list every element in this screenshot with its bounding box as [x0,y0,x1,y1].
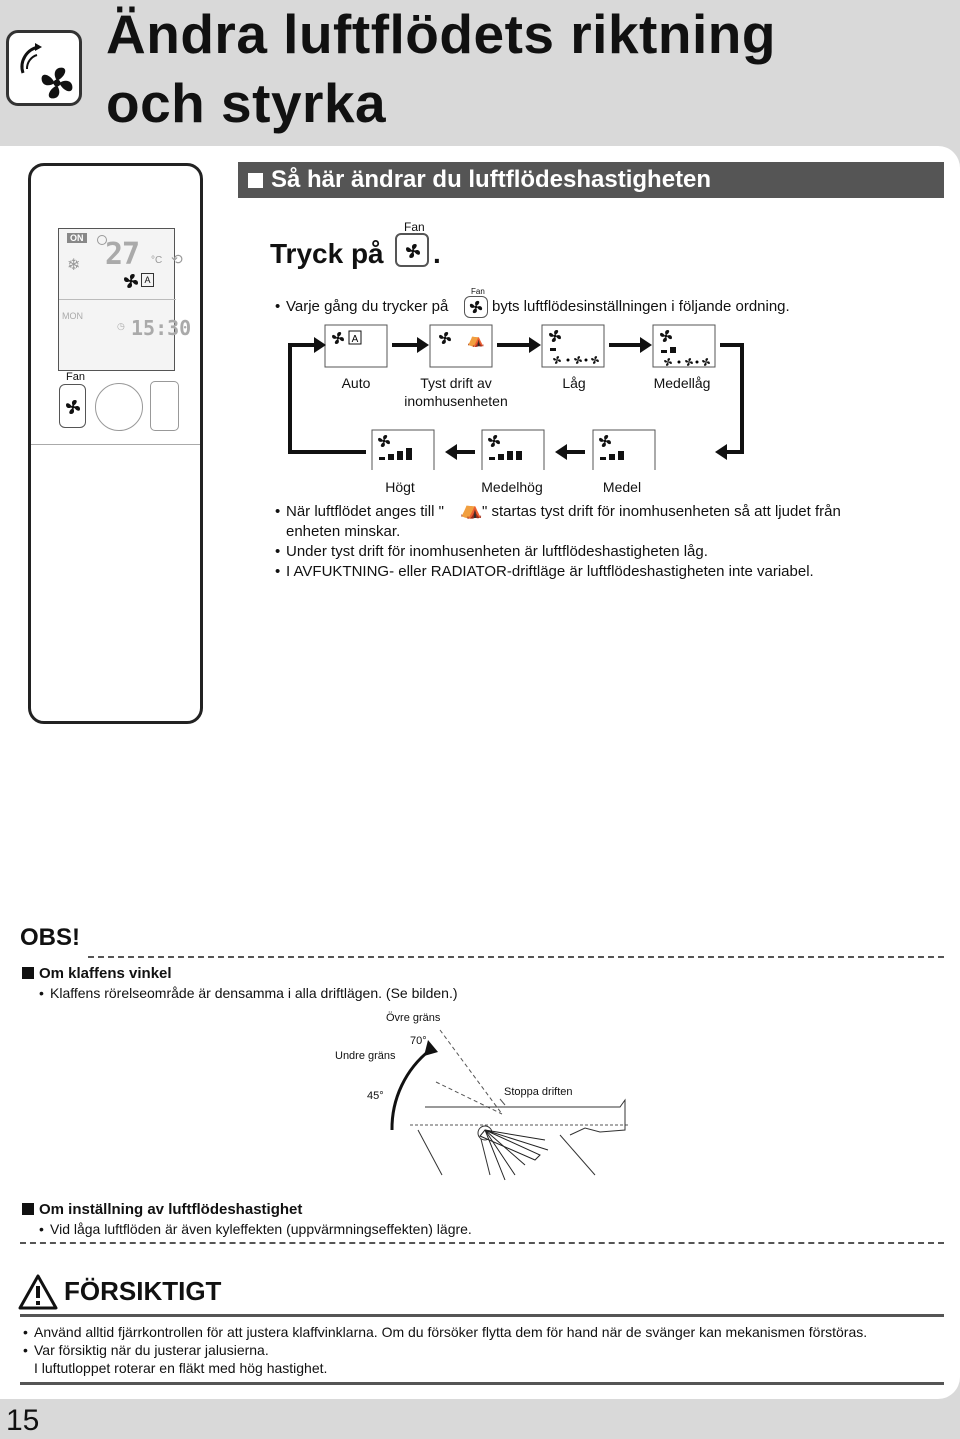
label-low: Låg [562,375,586,391]
fan-sequence-diagram: A ⛺ [288,324,744,470]
lcd-high [371,429,435,470]
snowflake-icon: ❄ [67,257,81,274]
label-medium-low: Medellåg [653,375,711,391]
caution-divider [20,1314,944,1317]
fan-button-label: Fan [404,220,425,234]
fan-icon [66,400,80,414]
label-quiet: Tyst drift av inomhusenheten [404,375,508,409]
fan-icon [406,244,420,258]
obs-heading-speed: Om inställning av luftflödeshastighet [22,1200,302,1220]
label-angle-70: 70° [410,1035,427,1047]
page-number: 15 [6,1404,40,1437]
remote-round-button[interactable] [95,383,143,431]
caution-fan-speed: I luftutloppet roterar en fläkt med hög … [34,1360,328,1376]
label-stop-operation: Stoppa driften [504,1086,573,1098]
svg-text:⛺: ⛺ [467,332,484,348]
inline-fan-button [464,296,488,318]
lcd-auto [324,324,388,368]
swing-icon: ⟲ [171,251,183,267]
remote-side-button[interactable] [150,381,179,431]
section-heading: Så här ändrar du luftflödeshastigheten [238,162,944,198]
remote-control: ON ❄ 27 °C ⟲ A MON ◷ 15:30 Fan [28,163,203,724]
clock-icon: ◷ [117,321,125,331]
inline-fan-label: Fan [471,287,485,296]
remote-fan-label: Fan [66,371,85,383]
label-medium-high: Medelhög [481,479,543,495]
lcd-medium-high [481,429,545,470]
bullet-cycle-post: byts luftflödesinställningen i följande … [492,298,790,315]
instruction-period: . [433,238,441,269]
display-divider [59,299,176,300]
label-upper-limit: Övre gräns [386,1012,441,1024]
airflow-fan-icon [6,30,82,106]
lcd-medium-low [652,324,716,368]
display-mode-auto: A [141,273,154,287]
instruction-heading: Tryck på [270,238,384,269]
label-lower-limit: Undre gräns [335,1050,396,1062]
note-quiet-speed: Under tyst drift för inomhusenheten är l… [275,542,708,562]
obs-speed-text: Vid låga luftflöden är även kyleffekten … [39,1220,472,1238]
display-temperature: 27 [105,237,140,272]
obs-flap-text: Klaffens rörelseområde är densamma i all… [39,984,458,1002]
caution-divider-bottom [20,1382,944,1385]
obs-heading: OBS! [20,924,80,951]
display-on-badge: ON [67,233,87,243]
note-quiet-mode: När luftflödet anges till " [275,502,444,522]
fan-button[interactable] [395,233,429,267]
remote-cover-line [31,444,200,445]
label-high: Högt [385,479,415,495]
fan-icon [124,274,138,288]
obs-divider-top [88,956,944,958]
obs-divider-bottom [20,1242,944,1244]
caution-remote-only: Använd alltid fjärrkontrollen för att ju… [23,1323,867,1341]
quiet-icon: ⛺ [460,499,483,519]
label-auto: Auto [341,375,371,391]
display-time: 15:30 [131,316,192,340]
display-unit: °C [151,255,163,266]
note-not-variable: I AVFUKTNING- eller RADIATOR-driftläge ä… [275,562,814,582]
lcd-medium [592,429,656,470]
warning-icon [18,1274,58,1310]
page-title: Ändra luftflödets riktning och styrka [106,3,776,134]
caution-louvers: Var försiktig när du justerar jalusierna… [23,1341,269,1359]
note-quiet-mode-post: " startas tyst drift för inomhusenheten … [482,503,841,520]
remote-display: ON ❄ 27 °C ⟲ A MON ◷ 15:30 [58,228,191,371]
display-day: MON [62,311,83,321]
bullet-cycle: Varje gång du trycker på [275,297,448,317]
lcd-quiet [429,324,493,368]
label-medium: Medel [602,479,642,495]
label-angle-45: 45° [367,1090,384,1102]
flap-angle-diagram [390,1029,630,1181]
power-icon [97,235,107,245]
svg-text:A: A [352,334,359,345]
remote-fan-button[interactable] [59,384,86,428]
note-quiet-mode-line2: enheten minskar. [286,523,401,540]
obs-heading-flap: Om klaffens vinkel [22,964,172,984]
caution-heading: FÖRSIKTIGT [64,1276,222,1306]
